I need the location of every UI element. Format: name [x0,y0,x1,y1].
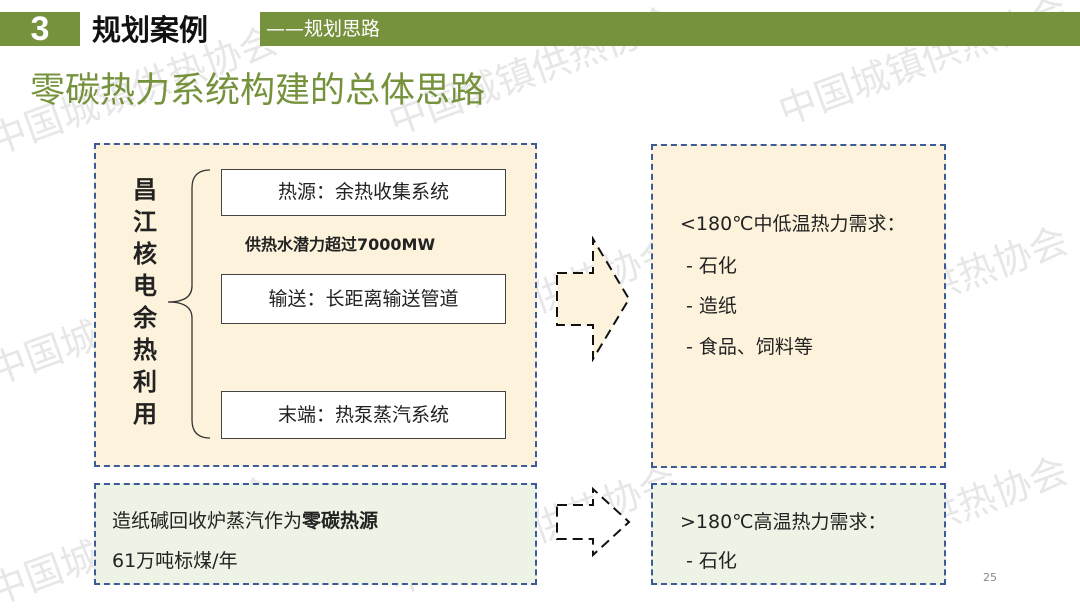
heat-source-box: 热源：余热收集系统 [221,169,506,216]
low-temp-panel [651,144,946,468]
transport-box: 输送：长距离输送管道 [221,274,506,324]
arrow-right-icon [556,236,631,362]
coal-equivalent-text: 61万吨标煤/年 [112,550,238,572]
low-temp-heading: <180℃中低温热力需求： [680,213,906,235]
brace-icon [167,169,211,439]
bottom-left-panel [94,483,537,585]
list-item: - 食品、饲料等 [686,336,813,358]
list-item: - 石化 [686,550,737,572]
text-bold: 零碳热源 [302,510,379,532]
section-number: 3 [0,12,80,46]
high-temp-panel [651,483,946,585]
text-prefix: 造纸碱回收炉蒸汽作为 [112,510,303,532]
subtitle-band: ——规划思路 [260,12,1080,46]
capacity-note: 供热水潜力超过7000MW [245,235,436,254]
page-number: 25 [983,571,997,584]
list-item: - 造纸 [686,295,737,317]
page-title: 零碳热力系统构建的总体思路 [30,71,486,111]
high-temp-heading: >180℃高温热力需求： [680,511,887,533]
vertical-label: 昌江核电余热利用 [133,176,157,428]
terminal-box: 末端：热泵蒸汽系统 [221,391,506,439]
section-title: 规划案例 [92,13,209,47]
arrow-right-icon [556,486,631,558]
zero-carbon-source-text: 造纸碱回收炉蒸汽作为零碳热源 [112,506,378,533]
list-item: - 石化 [686,255,737,277]
